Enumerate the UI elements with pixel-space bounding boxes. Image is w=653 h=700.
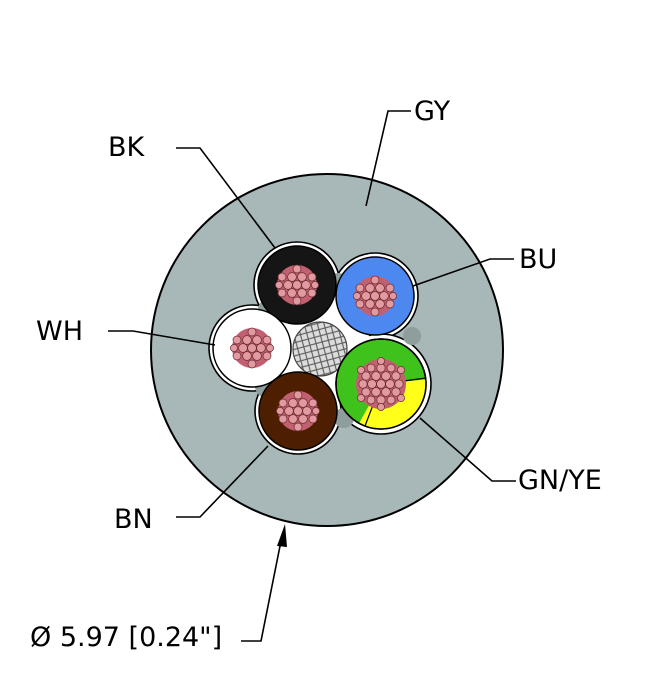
conductor-bn (258, 371, 338, 451)
label-diameter: Ø 5.97 [0.24"] (30, 622, 223, 653)
diameter-arrowhead (277, 524, 287, 547)
conductor-bu (335, 256, 415, 336)
conductor-bk (257, 245, 337, 325)
leader-lines (108, 110, 516, 642)
label-bn: BN (114, 504, 153, 535)
label-bk: BK (108, 132, 145, 163)
leader-bu (412, 258, 514, 287)
leader-gy (365, 110, 411, 207)
leader-bn (176, 445, 269, 518)
label-gn-ye: GN/YE (518, 465, 602, 496)
center-filler (292, 321, 348, 377)
label-bu: BU (519, 244, 558, 275)
label-gy: GY (414, 96, 451, 127)
label-wh: WH (36, 316, 83, 347)
leader-wh (108, 330, 216, 346)
leader-gn-ye (419, 417, 516, 482)
conductor-wh (212, 308, 292, 388)
leader-bk (176, 147, 276, 249)
leader-diameter (241, 535, 283, 642)
